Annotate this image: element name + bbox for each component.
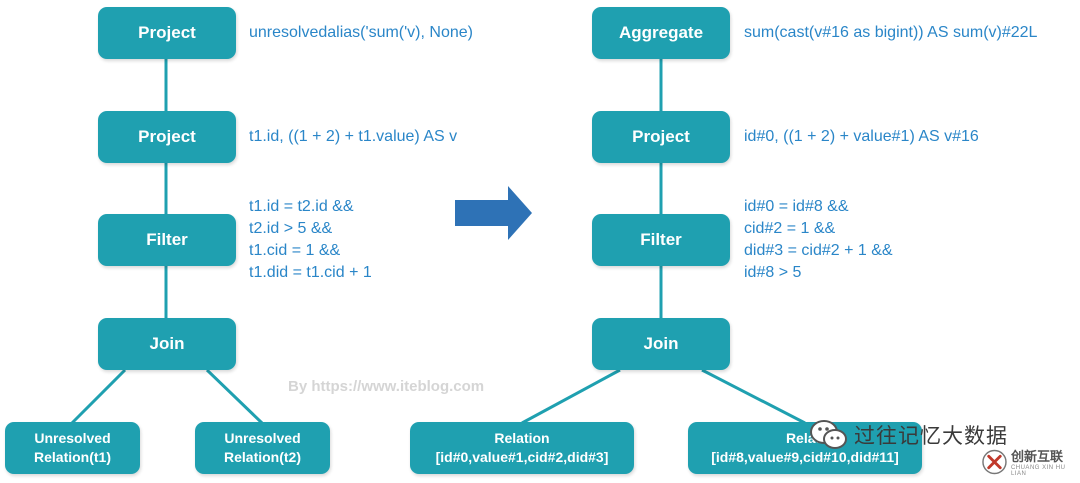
left-join-label: Join <box>149 334 185 353</box>
left-filter-label: Filter <box>146 230 188 249</box>
right-filter-expr-line: cid#2 = 1 && <box>744 220 836 237</box>
transform-arrow <box>455 186 532 240</box>
right-aggregate-node: Aggregate <box>592 7 730 59</box>
right-leaf2-line2: [id#8,value#9,cid#10,did#11] <box>711 449 899 465</box>
edge-left-join-leaf2 <box>205 368 264 425</box>
left-project-mid-expr: t1.id, ((1 + 2) + t1.value) AS v <box>249 128 458 145</box>
brand-x-icon <box>982 449 1007 474</box>
edge-right-join-leaf2 <box>701 368 806 425</box>
right-join-label: Join <box>643 334 679 353</box>
right-project-expr: id#0, ((1 + 2) + value#1) AS v#16 <box>744 128 979 145</box>
wechat-icon <box>810 420 847 449</box>
left-filter-expr-line: t1.cid = 1 && <box>249 242 341 259</box>
right-filter-label: Filter <box>640 230 682 249</box>
right-leaf1-line2: [id#0,value#1,cid#2,did#3] <box>435 449 609 465</box>
left-filter-expr-line: t2.id > 5 && <box>249 220 333 237</box>
right-filter-expr-line: did#3 = cid#2 + 1 && <box>744 242 893 259</box>
right-join-node: Join <box>592 318 730 370</box>
left-filter-expr-line: t1.did = t1.cid + 1 <box>249 264 372 281</box>
right-project-node: Project <box>592 111 730 163</box>
left-project-mid-label: Project <box>138 127 196 146</box>
right-filter-node: Filter <box>592 214 730 266</box>
wechat-watermark: 过往记忆大数据 <box>810 419 1008 451</box>
right-leaf1-node: Relation [id#0,value#1,cid#2,did#3] <box>410 422 634 474</box>
left-leaf1-line2: Relation(t1) <box>34 449 111 465</box>
watermark-text: By https://www.iteblog.com <box>288 378 485 395</box>
brand-name-en: CHUANG XIN HU LIAN <box>1010 465 1066 477</box>
right-project-label: Project <box>632 127 690 146</box>
left-filter-expr-line: t1.id = t2.id && <box>249 198 354 215</box>
edge-left-join-leaf1 <box>70 368 127 425</box>
brand-name-cn: 创新互联 <box>1010 449 1063 464</box>
left-leaf2-node: Unresolved Relation(t2) <box>195 422 330 474</box>
left-leaf2-line2: Relation(t2) <box>224 449 301 465</box>
brand-logo: 创新互联 CHUANG XIN HU LIAN <box>982 446 1080 477</box>
left-leaf1-line1: Unresolved <box>34 430 111 446</box>
right-filter-expr-line: id#8 > 5 <box>744 264 802 281</box>
right-filter-expr-line: id#0 = id#8 && <box>744 198 849 215</box>
left-project-mid-node: Project <box>98 111 236 163</box>
left-filter-expr: t1.id = t2.id && t2.id > 5 && t1.cid = 1… <box>249 196 372 284</box>
left-project-top-node: Project <box>98 7 236 59</box>
wechat-account-name: 过往记忆大数据 <box>854 425 1008 448</box>
right-filter-expr: id#0 = id#8 && cid#2 = 1 && did#3 = cid#… <box>744 196 893 284</box>
right-leaf1-line1: Relation <box>494 430 550 446</box>
right-aggregate-expr: sum(cast(v#16 as bigint)) AS sum(v)#22L <box>744 24 1038 41</box>
left-leaf1-node: Unresolved Relation(t1) <box>5 422 140 474</box>
left-leaf2-line1: Unresolved <box>224 430 301 446</box>
left-join-node: Join <box>98 318 236 370</box>
left-project-top-expr: unresolvedalias('sum('v), None) <box>249 24 473 41</box>
left-project-top-label: Project <box>138 23 196 42</box>
right-leaf2-node: Relati [id#8,value#9,cid#10,did#11] <box>688 422 922 474</box>
edge-right-join-leaf1 <box>521 368 621 425</box>
left-filter-node: Filter <box>98 214 236 266</box>
right-aggregate-label: Aggregate <box>618 23 704 42</box>
